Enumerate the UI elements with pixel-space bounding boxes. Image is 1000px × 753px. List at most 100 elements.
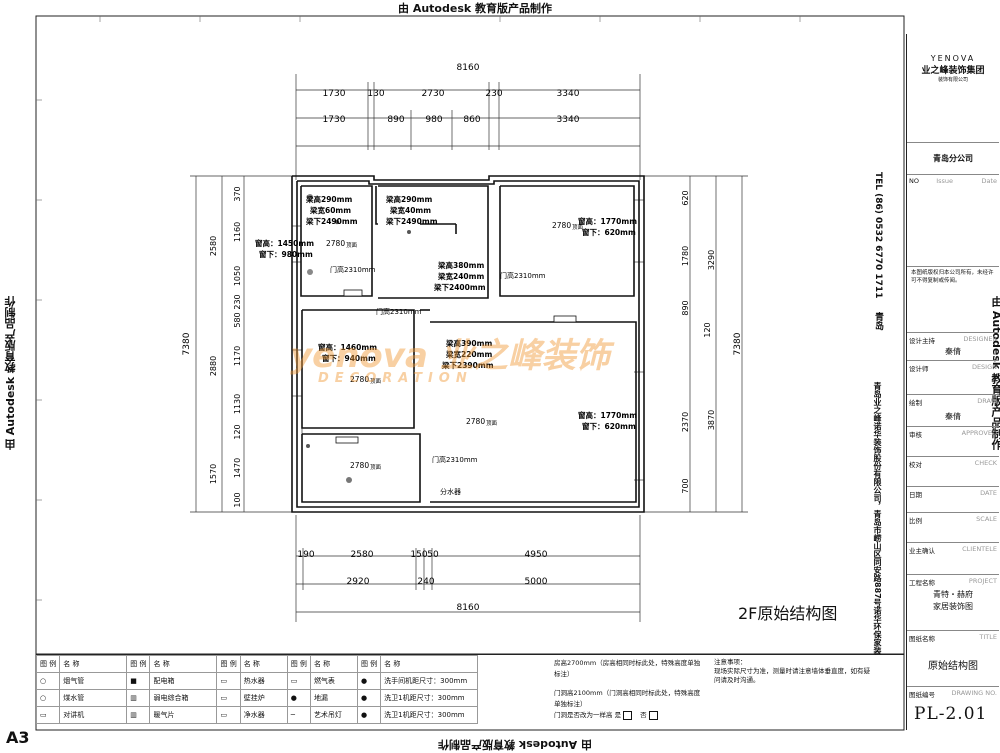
legend: 图 例 名 称 图 例 名 称 图 例 名 称 图 例 名 称 图 例 名 称 … — [35, 654, 904, 731]
legend-table: 图 例 名 称 图 例 名 称 图 例 名 称 图 例 名 称 图 例 名 称 … — [35, 655, 479, 724]
design-en: DESIGN — [971, 363, 997, 371]
copyright-row: 本图纸版权归本公司所有，未经许可不得复制或传阅。 — [907, 266, 999, 327]
legend-symbol: ▭ — [216, 706, 241, 724]
ceil-2: 2780 — [552, 221, 571, 230]
title-block: YENOVA 业之峰装饰集团 装饰有限公司 青岛分公司 NO Issue Dat… — [906, 34, 999, 730]
drawing-number-row: 图纸编号 DRAWING NO. — [907, 686, 999, 727]
room-height-note: 房高2700mm（房高相同时标此处，特殊高度单独标注） — [554, 659, 701, 678]
win4-line2: 窗下：620mm — [582, 421, 636, 431]
legend-notes: 房高2700mm（房高相同时标此处，特殊高度单独标注） 门洞高2100mm（门洞… — [554, 658, 704, 721]
remark-title: 注意事项： — [714, 658, 747, 666]
legend-remark: 注意事项： 现场实际尺寸为准，测量时请注意墙体垂直度，如有疑问请及时沟通。 — [714, 658, 874, 685]
top-dim-3: 2730 — [422, 89, 445, 99]
legend-h6: 名 称 — [239, 655, 288, 673]
drawing-number-label: 图纸编号 — [909, 691, 935, 699]
beam3-line3: 梁下2400mm — [433, 282, 486, 292]
left-inner-4: 230 — [233, 294, 242, 309]
left-total-dim: 7380 — [182, 332, 192, 355]
left-inner-1: 370 — [233, 186, 242, 201]
legend-symbol: ● — [286, 689, 311, 707]
no-option: 否 — [640, 711, 647, 719]
legend-h1: 图 例 — [35, 655, 61, 673]
brand-watermark: yenova 业之峰装饰 DECORATION — [290, 328, 610, 386]
door2-label: 门高2310mm — [500, 271, 546, 280]
drawing-number: PL-2.01 — [914, 704, 988, 724]
left-inner-7: 1130 — [233, 394, 242, 414]
legend-item: 洗卫1机距尺寸：300mm — [380, 706, 479, 724]
issue-label: Issue — [936, 177, 953, 185]
left-outer-2: 2880 — [209, 356, 218, 376]
fixtures — [306, 194, 411, 483]
scale-en: SCALE — [976, 515, 997, 523]
legend-symbol: ▭ — [216, 689, 241, 707]
legend-row: ○烟气管 ■配电箱 ▭热水器 ▭燃气表 ●洗手间机距尺寸：300mm — [35, 672, 479, 690]
drawing-number-en: DRAWING NO. — [951, 689, 997, 697]
draw-label: 绘制 — [909, 399, 922, 407]
legend-symbol: ○ — [35, 672, 61, 690]
bot-dim2-2: 240 — [417, 577, 434, 587]
company-address-vertical: TEL (86) 0532 6770 1711 青岛 — [872, 172, 885, 330]
room-labels: 梁高290mm 梁宽60mm 梁下2490mm 梁高290mm 梁宽40mm 梁… — [255, 194, 637, 431]
legend-symbol: ■ — [126, 672, 151, 690]
date-label: Date — [981, 177, 997, 185]
beam2-line3: 梁下2490mm — [385, 216, 438, 226]
win3-line2: 窗下：940mm — [322, 353, 376, 363]
revision-row: NO Issue Date — [907, 174, 999, 255]
legend-h8: 名 称 — [309, 655, 358, 673]
check-en: CHECK — [974, 459, 997, 467]
legend-item: 净水器 — [239, 706, 288, 724]
ceil-word-4: 顶面 — [370, 464, 382, 471]
bot-dim2-3: 5000 — [525, 577, 548, 587]
project-sub: 家居装饰图 — [933, 602, 973, 611]
beam2-line2: 梁宽40mm — [389, 205, 431, 215]
ceil-word-1: 顶面 — [346, 242, 358, 249]
bot-total-dim: 8160 — [457, 603, 480, 613]
beam3-line1: 梁高380mm — [437, 260, 484, 270]
beam4-line1: 梁高390mm — [445, 338, 492, 348]
left-inner-5: 580 — [233, 312, 242, 327]
legend-item: 洗卫1机距尺寸：300mm — [380, 689, 479, 707]
watermark-latin: yenova — [290, 336, 428, 376]
company-tel: TEL (86) 0532 6770 1711 — [873, 172, 883, 299]
legend-h9: 图 例 — [356, 655, 382, 673]
legend-symbol: ▥ — [126, 689, 151, 707]
brand-logo: YENOVA 业之峰装饰集团 装饰有限公司 — [907, 54, 999, 83]
legend-symbol: ▭ — [286, 672, 311, 690]
legend-item: 艺术吊灯 — [309, 706, 358, 724]
left-dimensions — [190, 175, 292, 513]
legend-symbol: ▭ — [35, 706, 61, 724]
left-inner-3: 1050 — [233, 266, 242, 286]
date-row-label: 日期 — [909, 491, 922, 499]
legend-h5: 图 例 — [216, 655, 241, 673]
right-inner-3: 890 — [681, 300, 690, 315]
brand-tag: 装饰有限公司 — [937, 77, 968, 83]
top-total-dim: 8160 — [457, 63, 480, 73]
bot-dim-5: 4950 — [525, 550, 548, 560]
top-dim-2: 130 — [367, 89, 384, 99]
legend-h3: 图 例 — [126, 655, 151, 673]
sheet-size: A3 — [6, 728, 30, 747]
legend-row: ○煤水管 ▥弱电综合箱 ▭壁挂炉 ●地漏 ●洗卫1机距尺寸：300mm — [35, 689, 479, 707]
bot-dim-4: 50 — [427, 550, 439, 560]
legend-h4: 名 称 — [149, 655, 218, 673]
legend-item: 壁挂炉 — [239, 689, 288, 707]
designer-label: 设计主持 — [909, 337, 935, 345]
door1-label: 门高2310mm — [330, 265, 376, 274]
legend-symbol: ▥ — [126, 706, 151, 724]
legend-item: 洗手间机距尺寸：300mm — [380, 672, 479, 690]
top-dim-5: 3340 — [557, 89, 580, 99]
legend-h10: 名 称 — [380, 655, 479, 673]
watermark-cn: 业之峰装饰 — [439, 336, 610, 376]
right-inner-1: 620 — [681, 190, 690, 205]
ceil-word-2: 顶面 — [572, 224, 584, 231]
design-label: 设计师 — [909, 365, 929, 373]
top-dim2-5: 3340 — [557, 115, 580, 125]
right-dimensions — [644, 175, 748, 513]
beam4-line3: 梁下2390mm — [441, 360, 494, 370]
project-label: 工程名称 — [909, 579, 935, 587]
